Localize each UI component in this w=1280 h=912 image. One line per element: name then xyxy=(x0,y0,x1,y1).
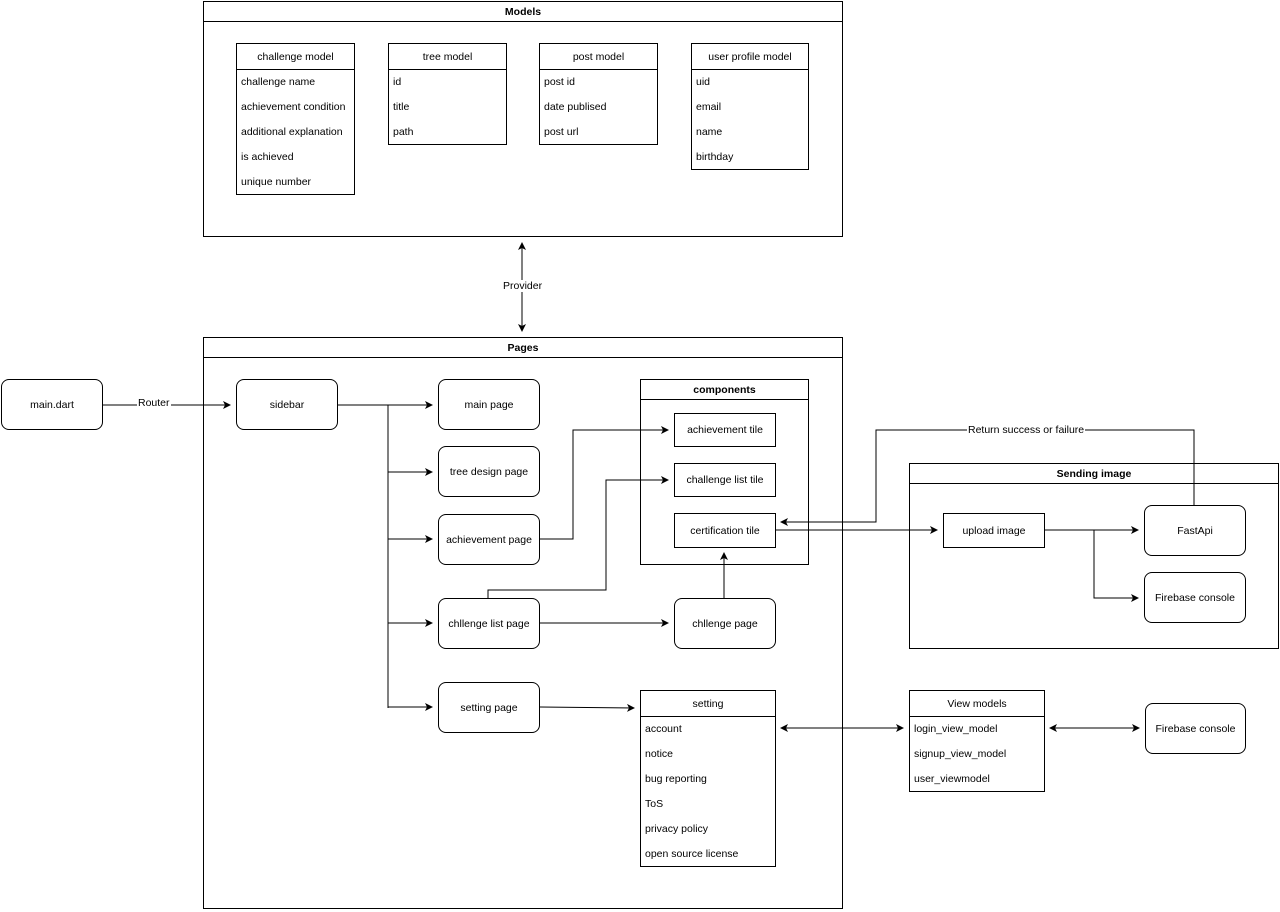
main-page-node: main page xyxy=(438,379,540,430)
main-dart-node: main.dart xyxy=(1,379,103,430)
field-row: is achieved xyxy=(241,151,294,163)
challenge-model-table: challenge model challenge name achieveme… xyxy=(236,43,355,195)
field-row: unique number xyxy=(241,176,312,188)
challenge-list-page-node: chllenge list page xyxy=(438,598,540,649)
challenge-list-tile-node: challenge list tile xyxy=(674,463,776,497)
tree-model-title: tree model xyxy=(389,44,506,70)
field-row: name xyxy=(696,126,723,138)
setting-page-node: setting page xyxy=(438,682,540,733)
challenge-page-node: chllenge page xyxy=(674,598,776,649)
field-row: email xyxy=(696,101,722,113)
challenge-model-title: challenge model xyxy=(237,44,354,70)
field-row: birthday xyxy=(696,151,734,163)
setting-table: setting account notice bug reporting ToS… xyxy=(640,690,776,867)
fastapi-node: FastApi xyxy=(1144,505,1246,556)
upload-image-node: upload image xyxy=(943,513,1045,548)
field-row: challenge name xyxy=(241,76,316,88)
view-models-table: View models login_view_model signup_view… xyxy=(909,690,1045,792)
post-model-title: post model xyxy=(540,44,657,70)
view-model-item: signup_view_model xyxy=(914,748,1007,760)
field-row: date publised xyxy=(544,101,607,113)
certification-tile-node: certification tile xyxy=(674,513,776,548)
components-title: components xyxy=(641,380,808,400)
setting-item: account xyxy=(645,723,682,735)
firebase-console-node: Firebase console xyxy=(1144,572,1246,623)
return-label: Return success or failure xyxy=(967,424,1086,436)
view-model-item: login_view_model xyxy=(914,723,998,735)
field-row: title xyxy=(393,101,410,113)
tree-model-table: tree model id title path xyxy=(388,43,507,145)
view-model-item: user_viewmodel xyxy=(914,773,990,785)
field-row: id xyxy=(393,76,402,88)
field-row: post id xyxy=(544,76,575,88)
field-row: achievement condition xyxy=(241,101,346,113)
achievement-page-node: achievement page xyxy=(438,514,540,565)
setting-item: notice xyxy=(645,748,674,760)
provider-label: Provider xyxy=(502,280,544,292)
setting-title: setting xyxy=(641,691,775,717)
view-models-title: View models xyxy=(910,691,1044,717)
post-model-table: post model post id date publised post ur… xyxy=(539,43,658,145)
firebase-console-2-node: Firebase console xyxy=(1145,703,1246,754)
setting-item: privacy policy xyxy=(645,823,709,835)
models-title: Models xyxy=(204,2,842,22)
user-profile-model-table: user profile model uid email name birthd… xyxy=(691,43,809,170)
achievement-tile-node: achievement tile xyxy=(674,413,776,447)
user-profile-model-title: user profile model xyxy=(692,44,808,70)
setting-item: ToS xyxy=(645,798,664,810)
field-row: path xyxy=(393,126,414,138)
field-row: additional explanation xyxy=(241,126,343,138)
setting-item: bug reporting xyxy=(645,773,707,785)
router-label: Router xyxy=(137,397,171,409)
setting-item: open source license xyxy=(645,848,739,860)
tree-design-page-node: tree design page xyxy=(438,446,540,497)
pages-title: Pages xyxy=(204,338,842,358)
field-row: post url xyxy=(544,126,579,138)
sidebar-node: sidebar xyxy=(236,379,338,430)
field-row: uid xyxy=(696,76,711,88)
sending-image-title: Sending image xyxy=(910,464,1278,484)
